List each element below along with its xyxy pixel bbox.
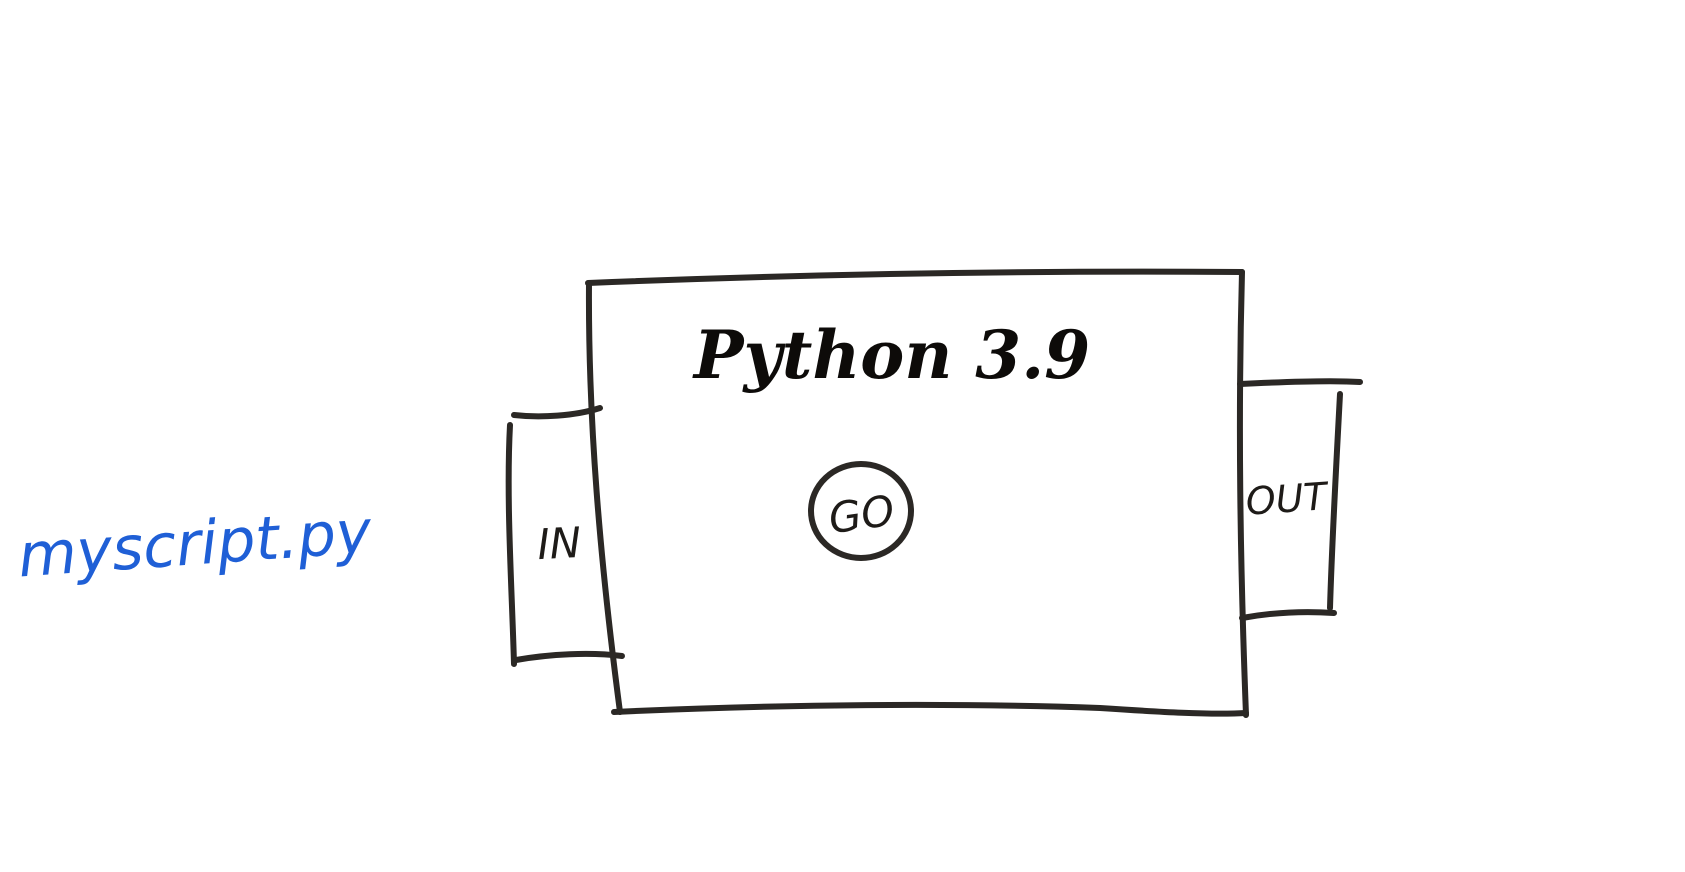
interpreter-box-top bbox=[585, 268, 1245, 286]
go-button-label: GO bbox=[826, 486, 898, 544]
out-port-top bbox=[1237, 378, 1363, 387]
interpreter-box-left bbox=[585, 280, 623, 715]
go-button-circle[interactable] bbox=[808, 461, 914, 561]
interpreter-box-right bbox=[1236, 269, 1249, 718]
in-port bbox=[505, 405, 625, 667]
out-port-right bbox=[1327, 391, 1343, 611]
out-port bbox=[1237, 378, 1363, 621]
interpreter-title: Python 3.9 bbox=[692, 316, 1090, 394]
in-port-bottom bbox=[513, 650, 625, 663]
in-port-top bbox=[511, 405, 603, 420]
out-port-label: OUT bbox=[1244, 474, 1331, 524]
script-label: myscript.py bbox=[16, 497, 375, 592]
interpreter-box-bottom bbox=[611, 701, 1249, 717]
interpreter-box bbox=[585, 268, 1249, 718]
in-port-label: IN bbox=[536, 518, 582, 569]
go-button[interactable]: GO bbox=[808, 461, 914, 561]
in-port-left bbox=[505, 422, 517, 667]
out-port-bottom bbox=[1239, 609, 1337, 621]
